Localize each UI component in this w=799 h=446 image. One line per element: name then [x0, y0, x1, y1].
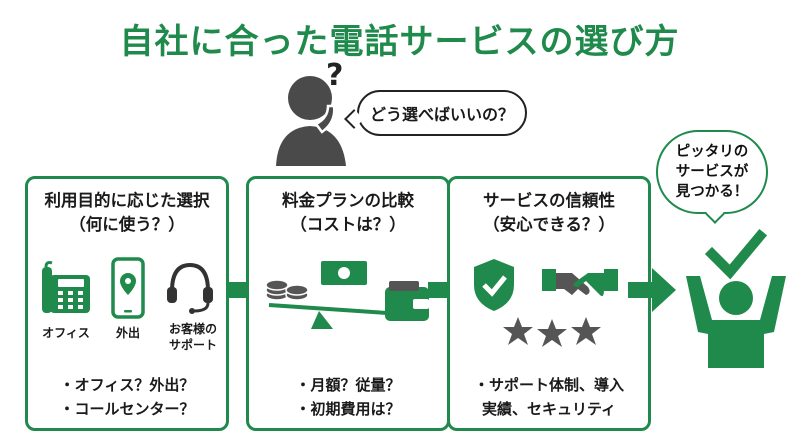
bullet-item: ・サポート体制、導入	[473, 376, 624, 394]
shield-check-icon	[474, 259, 514, 311]
checkmark-icon	[704, 228, 768, 280]
question-bubble-text: どう選べばいいの？	[369, 105, 514, 124]
bullet-item: ・コールセンター？	[59, 400, 195, 418]
customer-support-label-line1: お客様の	[168, 322, 217, 336]
card-purpose-bullets: ・オフィス？外出？ ・コールセンター？	[28, 373, 226, 421]
found-bubble-line3: 見つかる！	[675, 184, 749, 200]
customer-support-label-line2: サポート	[168, 338, 217, 352]
office-label: オフィス	[42, 326, 90, 340]
card-reliability-subtitle: （安心できる？）	[483, 215, 615, 234]
found-bubble: ピッタリの サービスが 見つかる！	[656, 130, 768, 224]
card-pricing-subtitle: （コストは？）	[290, 215, 406, 234]
card-pricing-bullets: ・月額？従量？ ・初期費用は？	[249, 373, 447, 421]
card-reliability-icons	[450, 257, 648, 367]
desk-phone-icon	[42, 261, 90, 313]
banknote-icon	[321, 261, 367, 285]
outside-label: 外出	[115, 326, 140, 340]
bullet-item: ・初期費用は？	[295, 400, 401, 418]
card-purpose-icons: オフィス 外出 お客様の サポート	[28, 257, 226, 367]
card-purpose: 利用目的に応じた選択 （何に使う？） オフィス 外	[25, 176, 229, 431]
coins-icon	[265, 279, 309, 301]
arrow-right-icon	[628, 268, 676, 312]
card-reliability-title: サービスの信頼性	[483, 191, 615, 210]
question-mark: ?	[326, 58, 344, 93]
card-purpose-subtitle: （何に使う？）	[69, 215, 185, 234]
wallet-icon	[385, 281, 429, 321]
bullet-item: ・オフィス？外出？	[59, 376, 195, 394]
handshake-icon	[542, 269, 618, 297]
card-purpose-title: 利用目的に応じた選択	[44, 191, 210, 210]
question-bubble: どう選べばいいの？	[344, 90, 527, 136]
bubble-tail	[705, 204, 725, 224]
star-rating-icon	[503, 317, 601, 347]
card-pricing: 料金プランの比較 （コストは？） ・月額？従量？ ・初期費用は？	[246, 176, 450, 431]
thinking-person-icon	[276, 76, 346, 166]
scale-icon	[265, 261, 429, 329]
found-bubble-line2: サービスが	[675, 164, 749, 180]
card-reliability: サービスの信頼性 （安心できる？） ・サポート体制、導入 実績、セキュリティ	[447, 176, 651, 431]
bullet-item: ・月額？従量？	[295, 376, 401, 394]
bullet-item: 実績、セキュリティ	[481, 400, 617, 418]
person-cheering-icon	[686, 228, 786, 368]
card-pricing-title: 料金プランの比較	[282, 191, 414, 210]
card-pricing-icons	[249, 257, 447, 367]
page-title: 自社に合った電話サービスの選び方	[119, 22, 680, 62]
headset-icon	[167, 262, 213, 314]
smartphone-location-icon	[111, 257, 145, 319]
found-bubble-line1: ピッタリの	[675, 144, 749, 160]
card-reliability-bullets: ・サポート体制、導入 実績、セキュリティ	[450, 373, 648, 421]
